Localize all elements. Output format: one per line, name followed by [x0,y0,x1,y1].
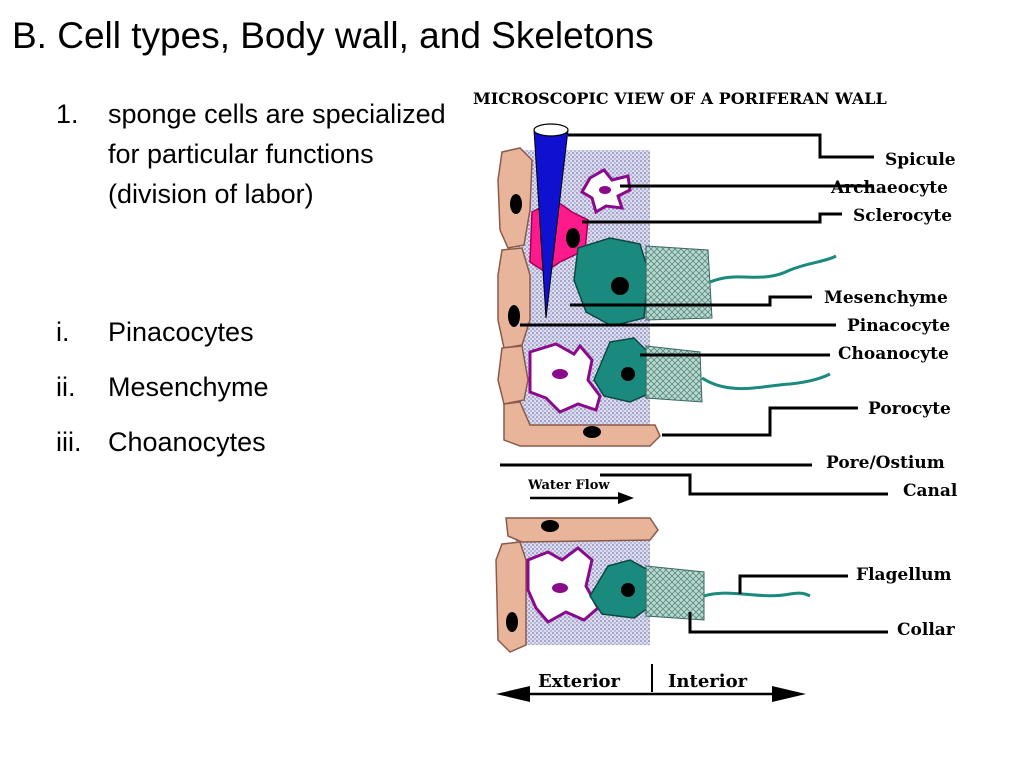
collar-shape [645,565,705,621]
choanocyte-cell [589,559,649,619]
flagellum-line [701,372,831,390]
nucleus [552,583,568,593]
collar-shape [645,345,703,403]
pinacocyte-porocyte-lower [505,517,659,543]
nucleus [583,426,601,438]
nucleus [621,583,635,597]
nucleus [541,520,559,532]
label-archaeocyte: Archaeocyte [830,178,948,198]
flagellum-line [709,254,837,284]
subitem-label: Pinacocytes [108,317,254,347]
label-choanocyte: Choanocyte [838,344,949,364]
label-mesenchyme: Mesenchyme [824,288,948,308]
pinacocyte-cell [495,541,527,653]
diagram-title: MICROSCOPIC VIEW OF A PORIFERAN WALL [473,89,887,108]
nucleus [611,277,629,295]
water-flow-label: Water Flow [527,478,610,493]
leader-porocyte [662,406,858,437]
interior-arrowhead [772,686,806,702]
label-flagellum: Flagellum [856,565,952,585]
leader-spicule [568,133,874,159]
bullet-number: 1. [56,99,79,129]
leader-canal [600,473,888,496]
bullet-text: sponge cells are specialized for particu… [108,99,446,209]
label-collar: Collar [897,620,956,640]
exterior-arrowhead [496,686,530,702]
water-flow-arrowhead [618,492,634,504]
leader-sclerocyte [582,212,842,224]
nucleus [506,612,518,632]
leader-mesenchyme [570,295,812,307]
collar-shape [645,245,713,321]
leader-collar [688,612,888,634]
label-sclerocyte: Sclerocyte [853,206,952,226]
leader-flagellum [738,574,848,594]
nucleus [566,228,580,248]
nucleus [508,305,520,327]
subitem-label: Mesenchyme [108,372,269,402]
label-pore: Pore/Ostium [826,453,945,473]
subitem-marker: i. [56,317,70,347]
nucleus [552,369,568,379]
spicule-tip [533,123,569,137]
pinacocyte-cell [497,345,529,405]
pinacocyte-porocyte [503,401,661,447]
pinacocyte-cell [497,247,531,349]
nucleus [599,186,611,194]
archaeocyte-cell [528,342,602,414]
interior-label: Interior [668,671,748,692]
nucleus [510,194,522,214]
subitem-marker: iii. [56,427,82,457]
subitem-label: Choanocytes [108,427,266,457]
flagellum-line [703,591,811,598]
subitem-marker: ii. [56,372,76,402]
exterior-label: Exterior [538,671,621,692]
slide-title: B. Cell types, Body wall, and Skeletons [12,15,654,56]
label-canal: Canal [903,481,958,501]
choanocyte-cell [593,337,649,403]
nucleus [621,367,635,381]
label-pinacocyte: Pinacocyte [847,316,950,336]
label-spicule: Spicule [885,150,956,170]
label-porocyte: Porocyte [868,399,951,419]
